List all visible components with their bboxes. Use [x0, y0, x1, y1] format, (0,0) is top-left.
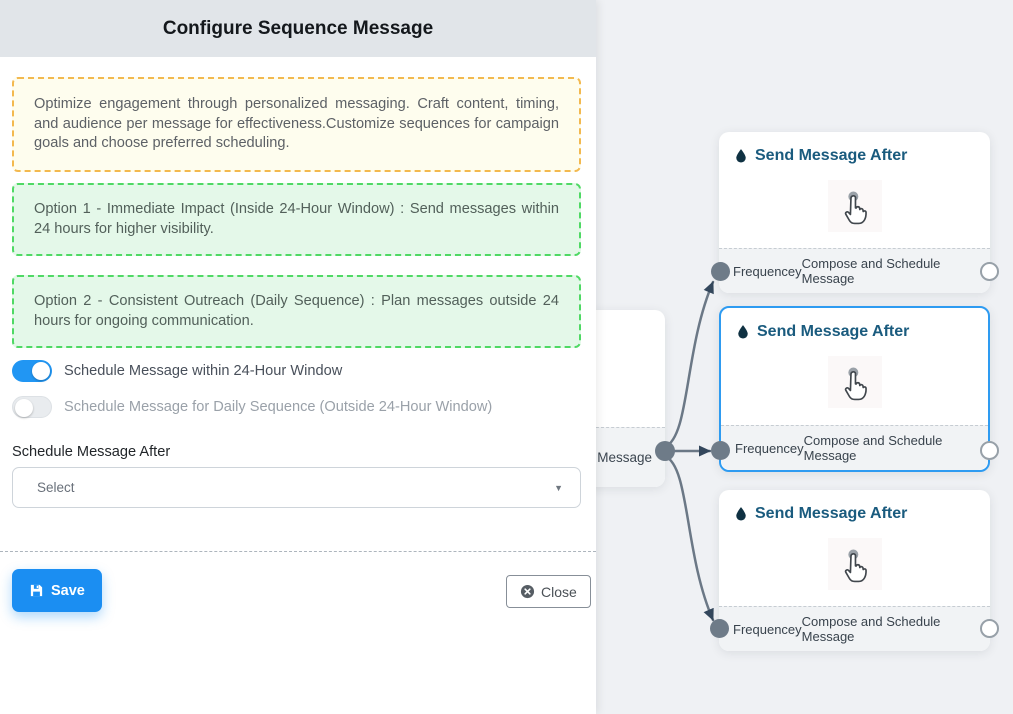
output-port-node3[interactable]: [980, 619, 999, 638]
droplet-icon: [736, 324, 750, 341]
node-title-text: Send Message After: [757, 323, 910, 340]
option-2-note: Option 2 - Consistent Outreach (Daily Se…: [12, 275, 581, 349]
output-port-node1[interactable]: [980, 262, 999, 281]
schedule-after-label: Schedule Message After: [12, 444, 171, 460]
select-value: Select: [37, 480, 75, 495]
toggle-knob: [32, 362, 50, 380]
input-port-node1[interactable]: [711, 262, 730, 281]
tap-hand-icon[interactable]: [827, 356, 882, 408]
panel-title: Configure Sequence Message: [162, 17, 434, 39]
info-note: Optimize engagement through personalized…: [12, 77, 581, 172]
node-title: Send Message After: [719, 490, 990, 523]
node-footer: Frequencey Compose and Schedule Message: [719, 248, 990, 293]
source-node-label: ce Message: [579, 450, 652, 465]
node-send-message-2[interactable]: Send Message After Frequencey Compose an…: [719, 306, 990, 472]
droplet-icon: [734, 506, 748, 523]
node-title: Send Message After: [719, 132, 990, 165]
node-send-message-3[interactable]: Send Message After Frequencey Compose an…: [719, 490, 990, 651]
panel-header: Configure Sequence Message: [0, 0, 596, 57]
config-panel: Configure Sequence Message Optimize enga…: [0, 0, 596, 714]
schedule-after-select[interactable]: Select ▼: [12, 467, 581, 508]
save-button[interactable]: Save: [12, 569, 102, 612]
option-2-text: Option 2 - Consistent Outreach (Daily Se…: [34, 293, 559, 329]
info-note-text: Optimize engagement through personalized…: [34, 96, 559, 152]
circle-x-icon: [520, 584, 535, 599]
port-label-frequency: Frequencey: [735, 440, 804, 456]
droplet-icon: [734, 148, 748, 165]
tap-hand-icon[interactable]: [827, 180, 882, 232]
toggle-24h-label: Schedule Message within 24-Hour Window: [64, 363, 343, 379]
option-1-text: Option 1 - Immediate Impact (Inside 24-H…: [34, 201, 559, 237]
toggle-24h-window[interactable]: [12, 360, 52, 382]
option-1-note: Option 1 - Immediate Impact (Inside 24-H…: [12, 183, 581, 257]
node-footer: Frequencey Compose and Schedule Message: [719, 606, 990, 651]
toggle-daily-label: Schedule Message for Daily Sequence (Out…: [64, 399, 493, 415]
save-button-label: Save: [51, 582, 85, 599]
toggle-row-24h: Schedule Message within 24-Hour Window: [12, 360, 342, 382]
input-port-node2[interactable]: [711, 441, 730, 460]
tap-hand-icon[interactable]: [827, 538, 882, 590]
port-label-frequency: Frequencey: [733, 263, 802, 279]
node-title-text: Send Message After: [755, 147, 908, 164]
port-label-compose: Compose and Schedule Message: [803, 433, 943, 463]
close-button-label: Close: [541, 583, 577, 600]
edge-top: [663, 280, 715, 449]
output-port-node2[interactable]: [980, 441, 999, 460]
node-send-message-1[interactable]: Send Message After Frequencey Compose an…: [719, 132, 990, 293]
node-title-text: Send Message After: [755, 505, 908, 522]
source-output-port[interactable]: [655, 441, 675, 461]
caret-down-icon: ▼: [554, 482, 563, 493]
toggle-knob: [15, 399, 33, 417]
toggle-daily-sequence[interactable]: [12, 396, 52, 418]
port-label-compose: Compose and Schedule Message: [801, 614, 941, 644]
footer-divider: [0, 551, 596, 552]
port-label-compose: Compose and Schedule Message: [801, 256, 941, 286]
node-footer: Frequencey Compose and Schedule Message: [721, 425, 988, 470]
close-button[interactable]: Close: [506, 575, 591, 608]
floppy-disk-icon: [29, 583, 44, 598]
input-port-node3[interactable]: [710, 619, 729, 638]
edge-bottom: [663, 454, 715, 622]
toggle-row-daily: Schedule Message for Daily Sequence (Out…: [12, 396, 492, 418]
node-title: Send Message After: [721, 308, 988, 341]
port-label-frequency: Frequencey: [733, 621, 802, 637]
